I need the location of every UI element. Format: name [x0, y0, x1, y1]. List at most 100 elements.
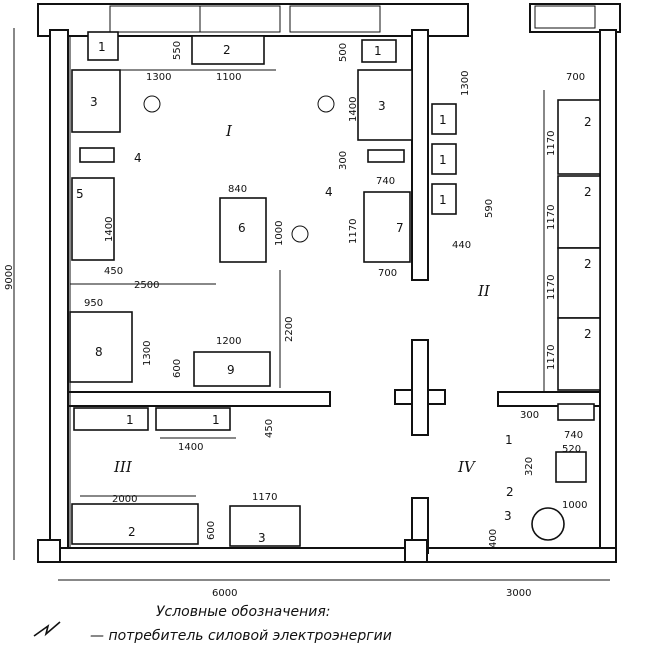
window — [289, 5, 381, 33]
dimension-label: 590 — [484, 199, 495, 218]
equipment-3 — [357, 69, 413, 141]
dimension-label: 1170 — [546, 345, 557, 370]
dimension-label: 300 — [338, 151, 349, 170]
equipment-1 — [431, 143, 457, 175]
dimension-label: 700 — [378, 268, 397, 279]
equipment-2 — [191, 35, 265, 65]
equipment-2 — [557, 175, 601, 249]
dimension-label: 400 — [488, 529, 499, 548]
dimension-label: 1000 — [562, 500, 587, 511]
equipment-label: 3 — [258, 531, 266, 545]
equipment-4 — [79, 147, 115, 163]
inner-wall-vertical — [411, 29, 429, 281]
legend-item: — потребитель силовой электроэнергии — [90, 628, 392, 644]
inner-wall-h-left — [67, 391, 331, 407]
dimension-label: 1170 — [348, 219, 359, 244]
dimension-label: 2500 — [134, 280, 159, 291]
equipment-1 — [557, 403, 595, 421]
equipment-1 — [361, 39, 397, 63]
equipment-label: 1 — [439, 193, 447, 207]
dimension-label: 1400 — [178, 442, 203, 453]
walls — [37, 3, 621, 563]
dimension-label: 1400 — [104, 217, 115, 242]
room-label: I — [225, 122, 233, 140]
dimension-label: 300 — [520, 410, 539, 421]
equipment-label: 1 — [505, 433, 513, 447]
equipment-label: 1 — [439, 113, 447, 127]
equipment-label: 8 — [95, 345, 103, 359]
legend: Условные обозначения: — потребитель сило… — [33, 604, 392, 644]
dimension-label: 440 — [452, 240, 471, 251]
inner-wall-h-right — [497, 391, 601, 407]
dimension-label: 1300 — [460, 71, 471, 96]
dimension-label: 9000 — [4, 265, 15, 290]
equipment-8 — [69, 311, 133, 383]
dimension-label: 1100 — [216, 72, 241, 83]
equipment-label: 1 — [98, 40, 106, 54]
power-consumer-icon — [143, 95, 161, 113]
equipment-2 — [557, 247, 601, 319]
dimension-label: 2200 — [284, 317, 295, 342]
dimension-label: 520 — [562, 444, 581, 455]
room-label: III — [113, 458, 133, 476]
equipment-room-III: 1 1 2 3 — [71, 407, 301, 547]
equipment-2 — [555, 451, 587, 483]
equipment-label: 2 — [584, 185, 592, 199]
equipment-3 — [531, 507, 565, 541]
dimension-label: 700 — [566, 72, 585, 83]
equipment-label: 1 — [374, 44, 382, 58]
dimension-label: 450 — [104, 266, 123, 277]
equipment-label: 7 — [396, 221, 404, 235]
left-wall — [49, 29, 69, 556]
dimension-label: 320 — [524, 457, 535, 476]
equipment-label: 2 — [584, 257, 592, 271]
equipment-4 — [367, 149, 405, 163]
cross-pillar-v — [411, 339, 429, 436]
equipment-3 — [229, 505, 301, 547]
dimension-label: 1400 — [348, 97, 359, 122]
dimension-label: 840 — [228, 184, 247, 195]
equipment-label: 4 — [325, 185, 333, 199]
dimension-label: 1170 — [546, 131, 557, 156]
power-consumer-icon — [33, 621, 61, 637]
dimension-label: 550 — [172, 41, 183, 60]
equipment-2 — [557, 317, 601, 391]
equipment-1 — [87, 31, 119, 61]
equipment-label: 9 — [227, 363, 235, 377]
dimension-lines — [13, 28, 610, 581]
equipment-label: 3 — [504, 509, 512, 523]
bottom-wall — [49, 547, 617, 563]
dimension-label: 2000 — [112, 494, 137, 505]
equipment-label: 2 — [584, 327, 592, 341]
equipment-9 — [193, 351, 271, 387]
equipment-room-I: 1 2 3 4 5 6 1 3 4 7 8 9 — [69, 31, 413, 387]
dimension-label: 3000 — [506, 588, 531, 599]
corner-column-mid — [404, 539, 428, 563]
equipment-label: 6 — [238, 221, 246, 235]
dimension-label: 6000 — [212, 588, 237, 599]
equipment-label: 2 — [584, 115, 592, 129]
equipment-label: 1 — [126, 413, 134, 427]
equipment-5 — [71, 177, 115, 261]
dimension-label: 450 — [264, 419, 275, 438]
equipment-6 — [219, 197, 267, 263]
windows — [109, 5, 596, 33]
equipment-1 — [73, 407, 149, 431]
room-label: IV — [457, 458, 477, 476]
right-wall — [599, 29, 617, 556]
dimension-label: 1170 — [546, 205, 557, 230]
equipment-label: 2 — [128, 525, 136, 539]
room-label: II — [477, 282, 491, 300]
equipment-room-II: 1 1 1 2 2 2 2 — [431, 99, 601, 391]
dimension-label: 1300 — [142, 341, 153, 366]
equipment-label: 2 — [506, 485, 514, 499]
top-wall-right — [529, 3, 621, 33]
equipment-label: 1 — [439, 153, 447, 167]
corner-column-left — [37, 539, 61, 563]
dimension-label: 1000 — [274, 221, 285, 246]
dimension-label: 740 — [376, 176, 395, 187]
dimension-label: 1170 — [252, 492, 277, 503]
power-consumer-icon — [291, 225, 309, 243]
dimension-label: 600 — [206, 521, 217, 540]
window — [199, 5, 281, 33]
